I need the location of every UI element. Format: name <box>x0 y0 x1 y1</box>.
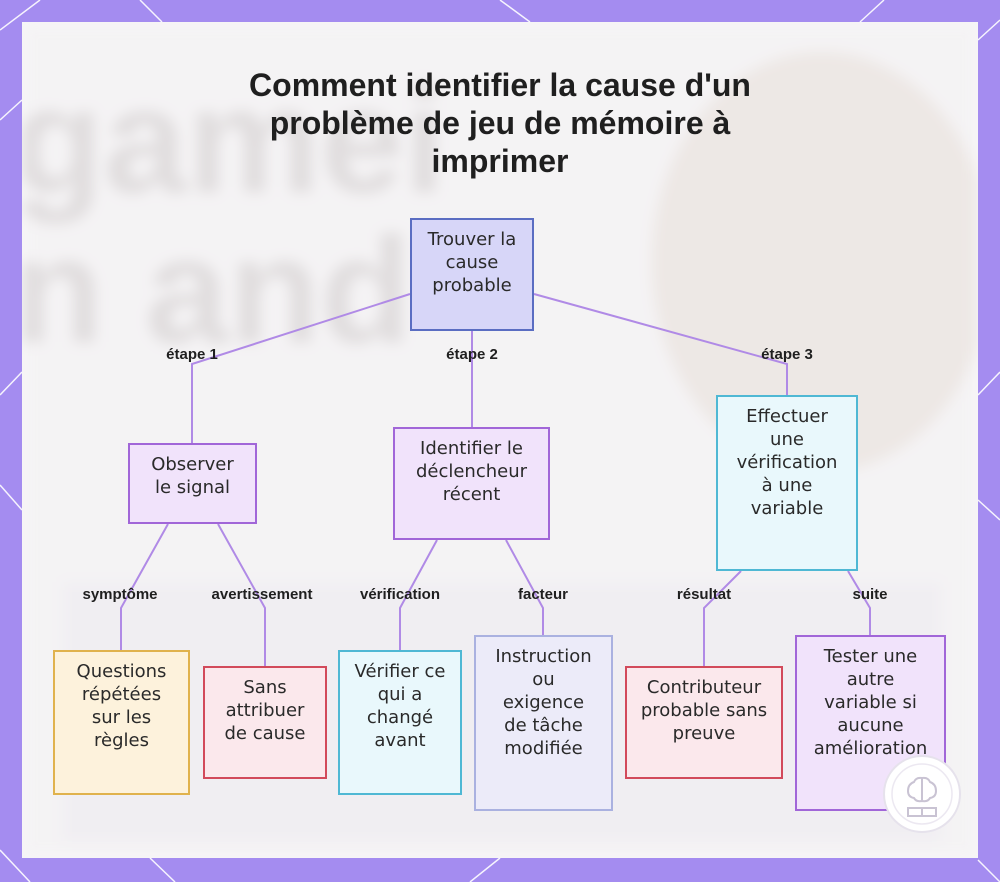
edge-label-step2: étape 2 <box>446 346 498 363</box>
node-identify: Identifier le déclencheur récent <box>393 427 550 540</box>
node-questions: Questions répétées sur les règles <box>53 650 190 795</box>
svg-text:gamei: gamei <box>22 56 446 224</box>
edge-label-next: suite <box>852 586 888 603</box>
node-observe-label: Observer le signal <box>151 454 234 498</box>
edge-label-symptom: symptôme <box>82 586 158 603</box>
node-check-changed-label: Vérifier ce qui a changé avant <box>354 661 446 751</box>
node-questions-label: Questions répétées sur les règles <box>76 661 167 751</box>
node-instruction: Instruction ou exigence de tâche modifié… <box>474 635 613 811</box>
edge-label-factor: facteur <box>517 586 569 603</box>
node-observe: Observer le signal <box>128 443 257 524</box>
node-identify-label: Identifier le déclencheur récent <box>415 438 528 505</box>
node-test-other: Tester une autre variable si aucune amél… <box>795 635 946 811</box>
brain-book-icon <box>883 755 961 833</box>
node-verify-variable-label: Effectuer une vérification à une variabl… <box>736 406 838 519</box>
node-root-label: Trouver la cause probable <box>427 229 517 296</box>
node-no-cause: Sans attribuer de cause <box>203 666 327 779</box>
node-root: Trouver la cause probable <box>410 218 534 331</box>
node-instruction-label: Instruction ou exigence de tâche modifié… <box>495 646 592 759</box>
svg-text:n and: n and <box>22 206 412 374</box>
edge-label-step3: étape 3 <box>761 346 813 363</box>
edge-label-step1: étape 1 <box>166 346 218 363</box>
edge-label-warning: avertissement <box>211 586 313 603</box>
node-no-cause-label: Sans attribuer de cause <box>224 677 306 744</box>
edge-label-result: résultat <box>676 586 732 603</box>
node-test-other-label: Tester une autre variable si aucune amél… <box>813 646 928 759</box>
node-verify-variable: Effectuer une vérification à une variabl… <box>716 395 858 571</box>
node-contributor: Contributeur probable sans preuve <box>625 666 783 779</box>
node-check-changed: Vérifier ce qui a changé avant <box>338 650 462 795</box>
node-contributor-label: Contributeur probable sans preuve <box>640 677 768 744</box>
diagram-title: Comment identifier la cause d'un problèm… <box>249 67 751 179</box>
edge-label-verification: vérification <box>359 586 441 603</box>
